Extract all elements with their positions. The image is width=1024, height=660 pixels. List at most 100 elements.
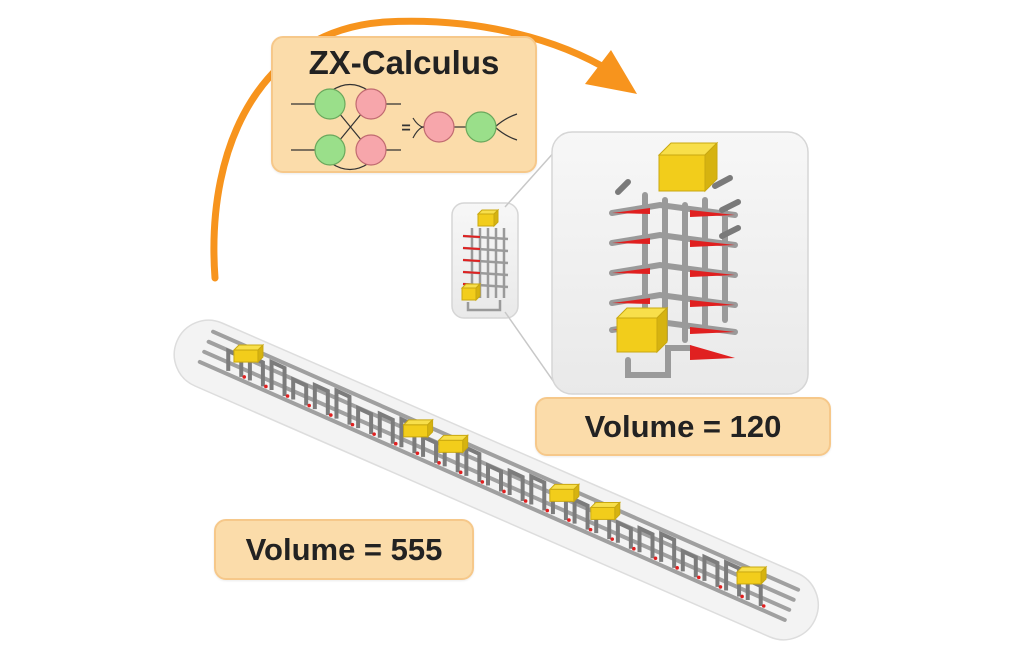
compact-thumbnail-panel — [451, 202, 519, 319]
rail — [197, 359, 787, 622]
horizontal-pipe — [609, 231, 738, 248]
red-connector — [285, 394, 290, 398]
yellow-block — [548, 483, 581, 503]
long-pipe-arches — [226, 347, 763, 607]
yellow-block — [437, 434, 469, 454]
arrow-head-icon — [585, 50, 637, 94]
red-connector — [632, 546, 636, 551]
zx-rewrite-diagram: = — [291, 83, 518, 171]
red-connector — [690, 210, 735, 217]
zoom-line-top — [504, 149, 557, 208]
equals-sign: = — [401, 120, 410, 137]
pipe-arch — [702, 553, 720, 587]
bottom-pipe — [466, 300, 502, 312]
volume-555-label: Volume = 555 — [214, 519, 474, 580]
pipe-stub — [712, 175, 733, 189]
pipe-arch — [269, 358, 287, 396]
pipe-arch — [507, 467, 525, 501]
red-connector — [329, 413, 333, 417]
red-connector — [612, 268, 650, 274]
pipe-arch — [485, 462, 503, 492]
pipe-arch — [572, 496, 590, 530]
red-connector — [612, 238, 650, 244]
pipe-arch — [680, 548, 698, 578]
yellow-block — [232, 343, 265, 364]
red-connector — [242, 375, 247, 379]
green-spider-icon — [314, 88, 497, 166]
red-connector — [690, 270, 735, 277]
red-connector — [462, 247, 481, 250]
pipe-arch — [637, 525, 655, 559]
yellow-block — [460, 282, 482, 302]
yellow-block — [735, 565, 768, 586]
red-connector — [523, 499, 528, 503]
red-connector — [588, 527, 593, 532]
yellow-block — [476, 208, 500, 228]
red-connector — [653, 556, 658, 561]
red-connector — [393, 441, 398, 446]
thumbnail-lattice — [460, 208, 509, 312]
yellow-block — [589, 501, 622, 521]
pipe-arch — [529, 473, 547, 511]
rail — [202, 349, 792, 612]
pipe-stub — [615, 179, 631, 195]
rail — [211, 329, 801, 592]
red-connector — [675, 566, 679, 570]
zoom-line-bottom — [504, 311, 557, 386]
red-connector — [264, 384, 268, 389]
red-connector — [307, 403, 311, 408]
pipe-arch — [615, 519, 633, 549]
volume-120-label: Volume = 120 — [535, 397, 831, 456]
red-connector — [690, 240, 735, 247]
long-red-connectors — [242, 375, 766, 608]
yellow-block — [615, 306, 669, 354]
red-connector — [372, 432, 376, 436]
red-connector — [740, 594, 744, 599]
red-connector — [690, 345, 735, 360]
red-connector — [612, 208, 650, 214]
long-yellow-blocks — [232, 343, 768, 586]
red-connector — [462, 259, 481, 262]
pipe-arch — [312, 381, 330, 416]
bottom-pipe — [625, 345, 693, 378]
yellow-block — [402, 418, 434, 439]
red-spider-icon — [355, 88, 455, 166]
horizontal-pipe — [609, 201, 738, 218]
red-connector — [462, 235, 481, 238]
red-connector — [502, 489, 506, 494]
red-connector — [690, 327, 735, 334]
horizontal-pipe — [609, 291, 738, 308]
red-connector — [610, 537, 615, 541]
pipe-stub — [719, 225, 741, 239]
red-connector — [458, 470, 463, 475]
red-connector — [545, 508, 550, 513]
red-connector — [718, 585, 723, 589]
pipe-arch — [464, 444, 482, 482]
red-connector — [690, 300, 735, 307]
zx-calculus-box: ZX-Calculus = — [271, 36, 537, 173]
long-lattice-surgery-panel — [173, 319, 819, 641]
zoomed-lattice — [609, 141, 741, 378]
pipe-arch — [334, 387, 352, 425]
red-connector — [350, 422, 355, 427]
pipe-arch — [291, 376, 309, 406]
pipe-arch — [659, 530, 677, 568]
compact-zoom-panel — [551, 131, 809, 395]
red-connector — [761, 604, 766, 608]
red-connector — [480, 480, 485, 484]
pipe-arch — [421, 433, 439, 463]
red-connector — [462, 271, 481, 274]
red-connector — [696, 575, 701, 580]
transform-arrow — [210, 17, 616, 282]
pipe-arch — [356, 405, 374, 435]
zx-title: ZX-Calculus — [308, 44, 500, 81]
yellow-block — [657, 141, 719, 193]
red-connector — [437, 461, 441, 465]
red-connector — [612, 298, 650, 304]
pipe-arch — [377, 410, 395, 444]
red-connector — [415, 451, 420, 456]
red-connector — [567, 518, 571, 522]
pipe-stub — [719, 199, 741, 213]
horizontal-pipe — [609, 261, 738, 278]
